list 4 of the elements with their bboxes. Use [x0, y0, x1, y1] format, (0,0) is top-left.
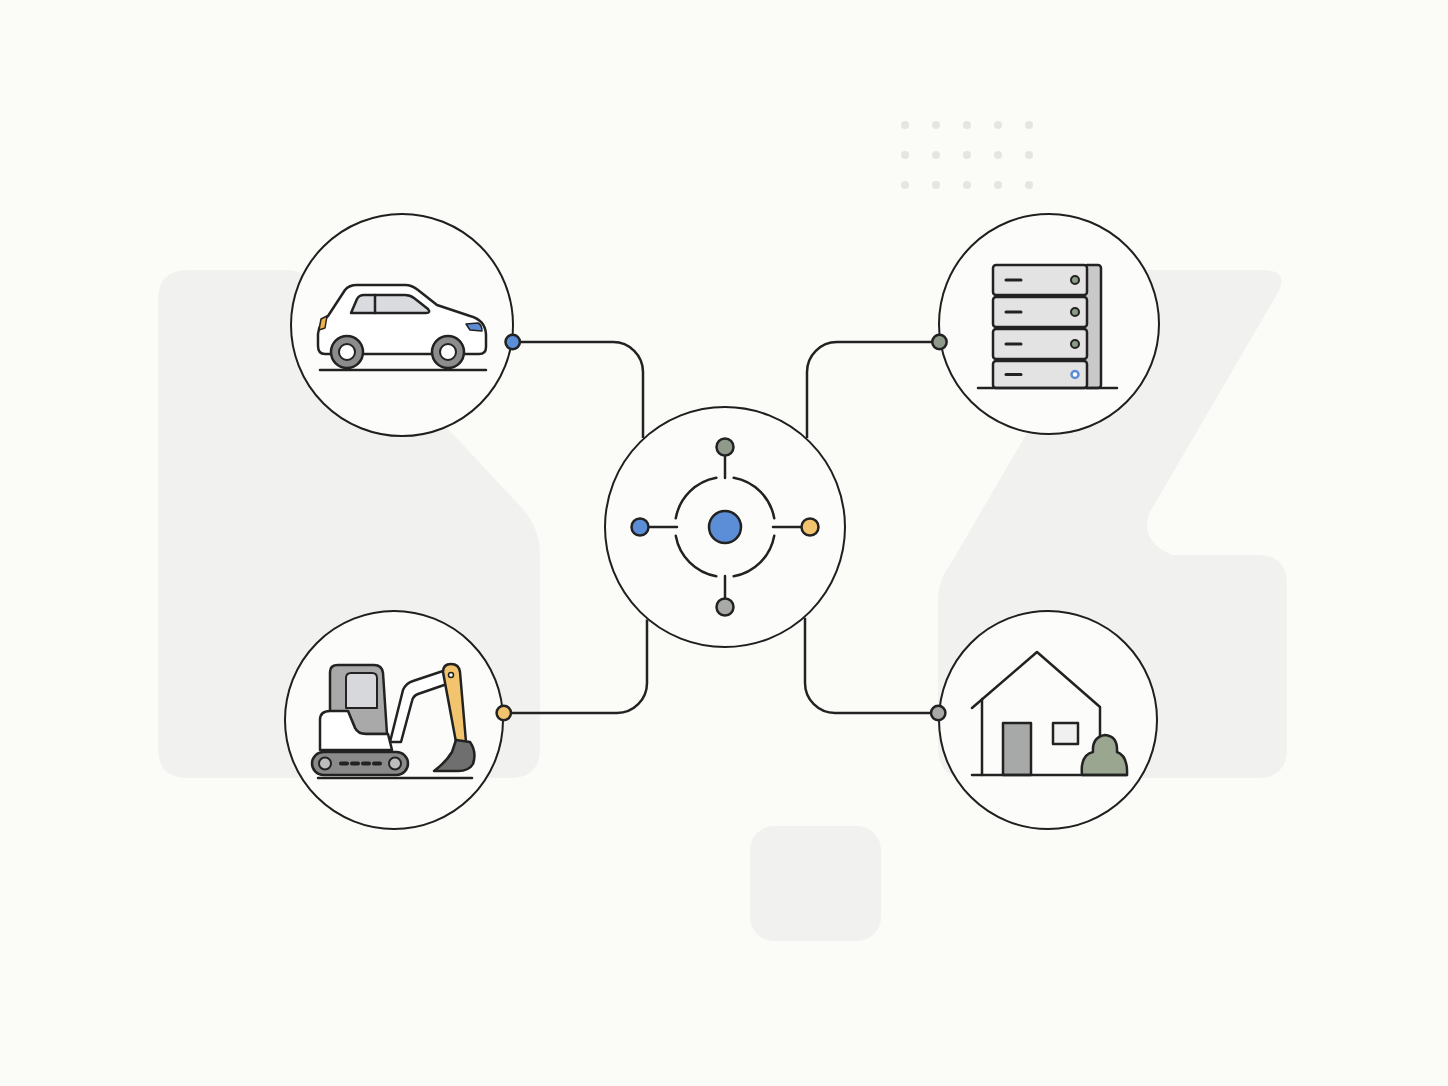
connector — [504, 333, 645, 438]
connector — [805, 333, 948, 438]
connector — [803, 617, 947, 722]
connector — [495, 619, 649, 722]
